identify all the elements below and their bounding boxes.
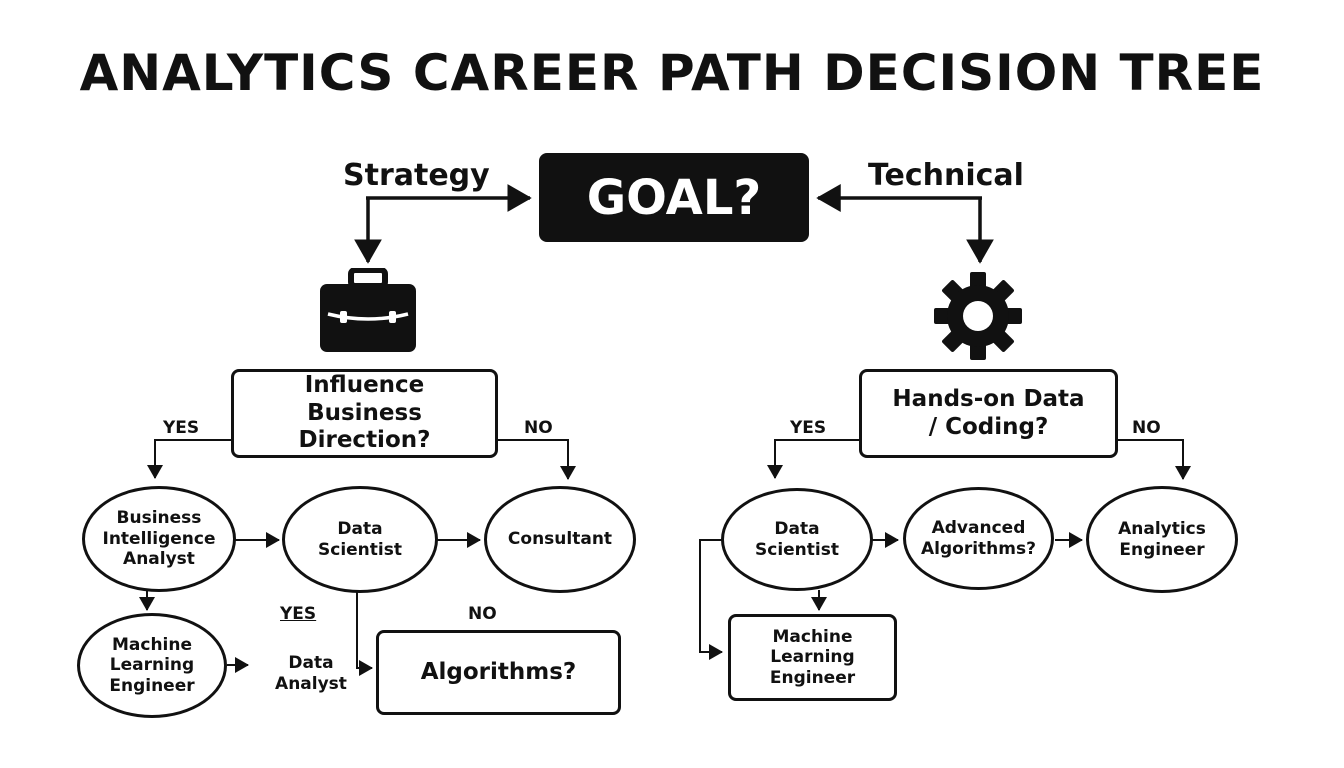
right-yes-label: YES (790, 418, 827, 438)
right-question-node: Hands-on Data / Coding? (859, 369, 1118, 458)
connector-right-no (1117, 439, 1191, 480)
node-consultant: Consultant (484, 486, 636, 593)
connector-ds-to-algorithms (356, 592, 373, 676)
diagram-title: ANALYTICS CAREER PATH DECISION TREE (79, 44, 1265, 102)
node-bi-analyst: Business Intelligence Analyst (82, 486, 236, 592)
node-data-analyst: Data Analyst (275, 653, 347, 695)
connector-left-no (497, 439, 576, 480)
left-question-node: Influence Business Direction? (231, 369, 498, 458)
strategy-label: Strategy (343, 158, 490, 193)
node-left-data-scientist: Data Scientist (282, 486, 438, 593)
briefcase-icon (320, 268, 416, 352)
technical-label: Technical (868, 158, 1024, 193)
left-yes-label: YES (163, 418, 200, 438)
left-sub-no-label: NO (468, 604, 497, 624)
node-right-data-scientist: Data Scientist (721, 488, 873, 591)
left-no-label: NO (524, 418, 553, 438)
connector-loop-to-ml (699, 539, 727, 660)
node-analytics-engineer: Analytics Engineer (1086, 486, 1238, 593)
gear-icon (934, 272, 1022, 360)
node-left-ml-engineer: Machine Learning Engineer (77, 613, 227, 718)
node-algorithms: Algorithms? (376, 630, 621, 715)
connector-right-yes (767, 439, 860, 479)
right-no-label: NO (1132, 418, 1161, 438)
left-sub-yes-label: YES (280, 604, 317, 624)
connector-left-yes (147, 439, 233, 479)
node-advanced-algorithms: Advanced Algorithms? (903, 487, 1054, 590)
goal-node: GOAL? (539, 153, 809, 242)
node-right-ml-engineer: Machine Learning Engineer (728, 614, 897, 701)
